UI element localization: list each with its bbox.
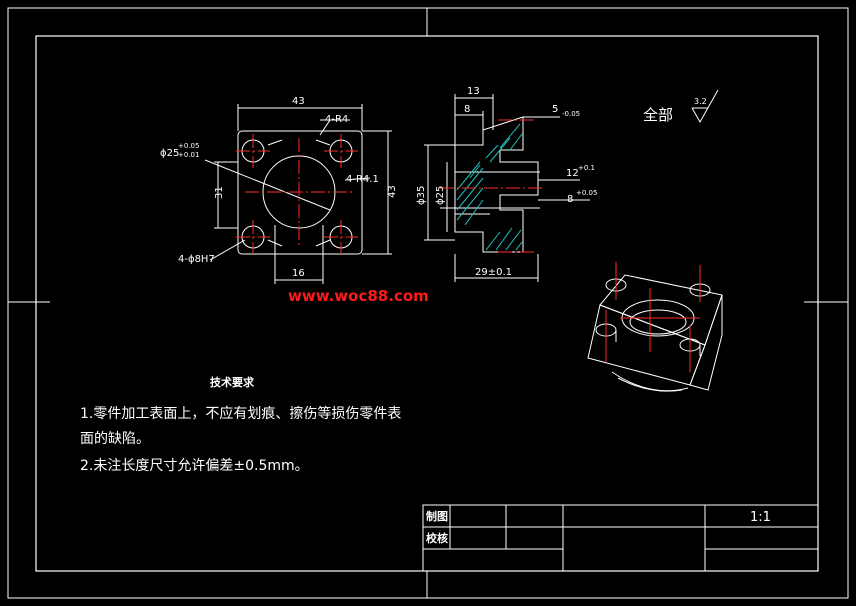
isometric-view: [587, 274, 723, 392]
tech-line3: 2.未注长度尺寸允许偏差±0.5mm。: [80, 458, 309, 474]
title-row2-label: 校核: [426, 531, 448, 545]
surface-value: 3.2: [694, 97, 707, 106]
dim-phi25: ϕ25: [435, 186, 446, 205]
dim-8b: 8: [567, 194, 573, 205]
iso-right-face: [689, 294, 723, 391]
dim-29: 29±0.1: [475, 267, 512, 278]
dim-width: 43: [292, 96, 305, 107]
title-block: [422, 504, 819, 572]
surface-note: 全部: [643, 106, 673, 124]
dim-holes: 4-ϕ8H7: [178, 254, 215, 265]
tech-line2: 面的缺陷。: [80, 431, 150, 447]
dim-right: 43: [387, 185, 398, 198]
dim-8: 8: [464, 104, 470, 115]
tech-heading: 技术要求: [210, 375, 255, 389]
watermark: www.woc88.com: [288, 287, 429, 305]
iso-centerlines: [605, 262, 701, 372]
dim-bore: ϕ25: [160, 148, 179, 159]
front-centerlines: [236, 134, 358, 254]
front-outline: [237, 130, 363, 255]
tech-line1: 1.零件加工表面上，不应有划痕、擦伤等损伤零件表: [80, 405, 401, 422]
title-scale: 1:1: [750, 510, 771, 525]
roughness-symbol: [691, 89, 719, 124]
section-outline: [454, 116, 539, 253]
dim-bore-tol-lower: +0.01: [178, 151, 199, 159]
section-centerlines: [440, 119, 545, 253]
dim-13: 13: [467, 86, 480, 97]
dim-8b-tol: +0.05: [576, 189, 597, 197]
dim-12: 12: [566, 168, 579, 179]
section-hatch: [456, 123, 523, 251]
dim-r: 4-R4: [325, 114, 348, 125]
dim-spacing: 16: [292, 268, 305, 279]
dim-bore-tol-upper: +0.05: [178, 142, 199, 150]
dim-r2: 4-R4.1: [346, 174, 379, 185]
dim-5-tol: -0.05: [562, 110, 580, 118]
centering-marks: [8, 8, 848, 598]
dim-phi35: ϕ35: [416, 186, 427, 205]
dim-height: 31: [214, 186, 225, 199]
sheet-border: [7, 7, 849, 599]
dim-5: 5: [552, 104, 558, 115]
title-row1-label: 制图: [426, 509, 448, 523]
dim-12-tol: +0.1: [578, 164, 595, 172]
section-view: [424, 94, 590, 282]
